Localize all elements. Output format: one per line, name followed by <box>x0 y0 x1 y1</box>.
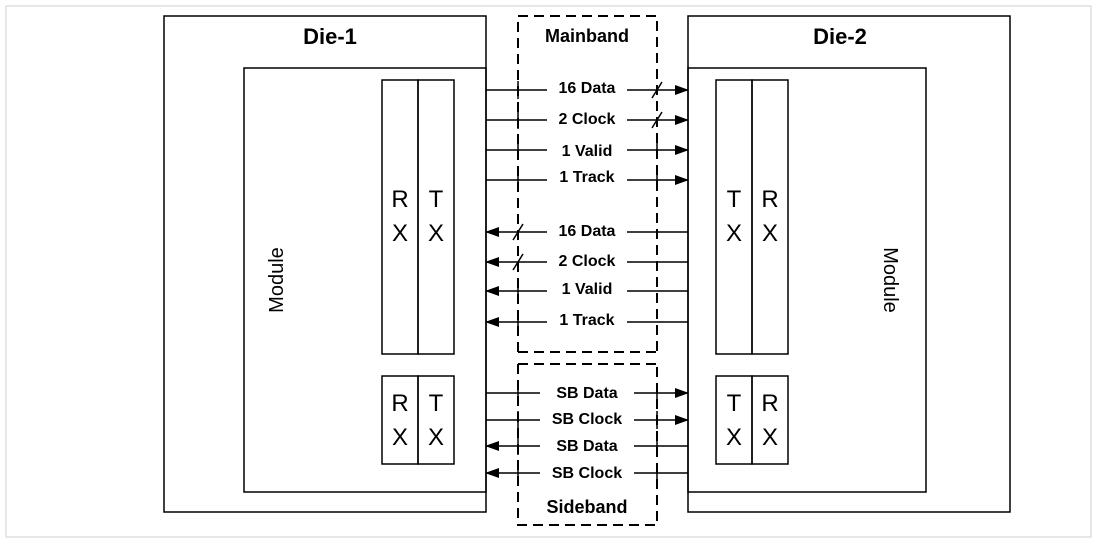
die-2-mb-tx-letter-x: X <box>726 220 742 247</box>
die-2-mb-rx-letter-x: X <box>762 220 778 247</box>
mb-tx-label-clock: 2 Clock <box>559 111 616 128</box>
mb-rx-label-track: 1 Track <box>559 312 614 329</box>
die-2-sb-rx-letter-r: R <box>761 390 778 417</box>
die-1-mb-rx-letter-x: X <box>392 220 408 247</box>
die-1-mb-tx-letter-t: T <box>429 186 444 213</box>
die-1-sb-tx-letter-x: X <box>428 424 444 451</box>
mb-rx-label-data: 16 Data <box>559 223 616 240</box>
die-1-sb-rx-letter-x: X <box>392 424 408 451</box>
sb-rx-label-bg-1 <box>540 436 634 454</box>
die-2-sb-tx-letter-t: T <box>727 390 742 417</box>
die-2-mainband-tx-block <box>715 79 753 355</box>
die-2-sb-tx-letter-x: X <box>726 424 742 451</box>
mb-rx-bus-slash-data <box>512 223 524 241</box>
die-1-sideband-tx-block <box>417 375 455 465</box>
mb-tx-label-data: 16 Data <box>559 80 616 97</box>
die-2-sb-rx-letter-x: X <box>762 424 778 451</box>
mb-tx-label-track: 1 Track <box>559 169 614 186</box>
die-2-mb-tx-letter-t: T <box>727 186 742 213</box>
die-2-title: Die-2 <box>813 24 867 49</box>
sideband-title: Sideband <box>546 497 627 517</box>
die-1-title: Die-1 <box>303 24 357 49</box>
mb-rx-label-bg-1 <box>547 221 627 239</box>
die-1-mb-tx-letter-x: X <box>428 220 444 247</box>
die-2-mainband-rx-block <box>751 79 789 355</box>
mb-tx-bus-slash-data <box>651 81 663 99</box>
sb-rx-label-data: SB Data <box>556 438 617 455</box>
outer-frame <box>5 5 1092 538</box>
mb-tx-bus-slash-clock <box>651 111 663 129</box>
mb-rx-label-bg-3 <box>547 279 627 297</box>
die-2-mb-rx-letter-r: R <box>761 186 778 213</box>
die-2-sideband-rx-block <box>751 375 789 465</box>
die-1-mainband-tx-block <box>417 79 455 355</box>
mainband-title: Mainband <box>545 26 629 46</box>
die-1-mb-rx-letter-r: R <box>391 186 408 213</box>
sb-tx-label-bg-1 <box>540 383 634 401</box>
sb-tx-label-bg-2 <box>540 409 634 427</box>
mb-tx-label-bg-3 <box>547 141 627 159</box>
sb-tx-label-data: SB Data <box>556 385 617 402</box>
die-2-module-box <box>687 67 927 493</box>
mb-tx-label-bg-4 <box>547 167 627 185</box>
mb-tx-label-bg-1 <box>547 77 627 95</box>
mb-rx-label-bg-2 <box>547 251 627 269</box>
mb-rx-bus-slash-clock <box>512 253 524 271</box>
mb-rx-label-valid: 1 Valid <box>562 281 613 298</box>
mb-rx-label-clock: 2 Clock <box>559 253 616 270</box>
die-1-module-label: Module <box>266 247 288 313</box>
mb-rx-label-bg-4 <box>547 310 627 328</box>
mb-tx-label-bg-2 <box>547 109 627 127</box>
die-1-mainband-rx-block <box>381 79 419 355</box>
sb-tx-label-clock: SB Clock <box>552 411 622 428</box>
sb-rx-label-bg-2 <box>540 463 634 481</box>
die-2-module-label: Module <box>879 247 901 313</box>
sb-rx-label-clock: SB Clock <box>552 465 622 482</box>
die-1-module-box <box>243 67 487 493</box>
die-1-sb-tx-letter-t: T <box>429 390 444 417</box>
die-1-sb-rx-letter-r: R <box>391 390 408 417</box>
mb-tx-label-valid: 1 Valid <box>562 143 613 160</box>
